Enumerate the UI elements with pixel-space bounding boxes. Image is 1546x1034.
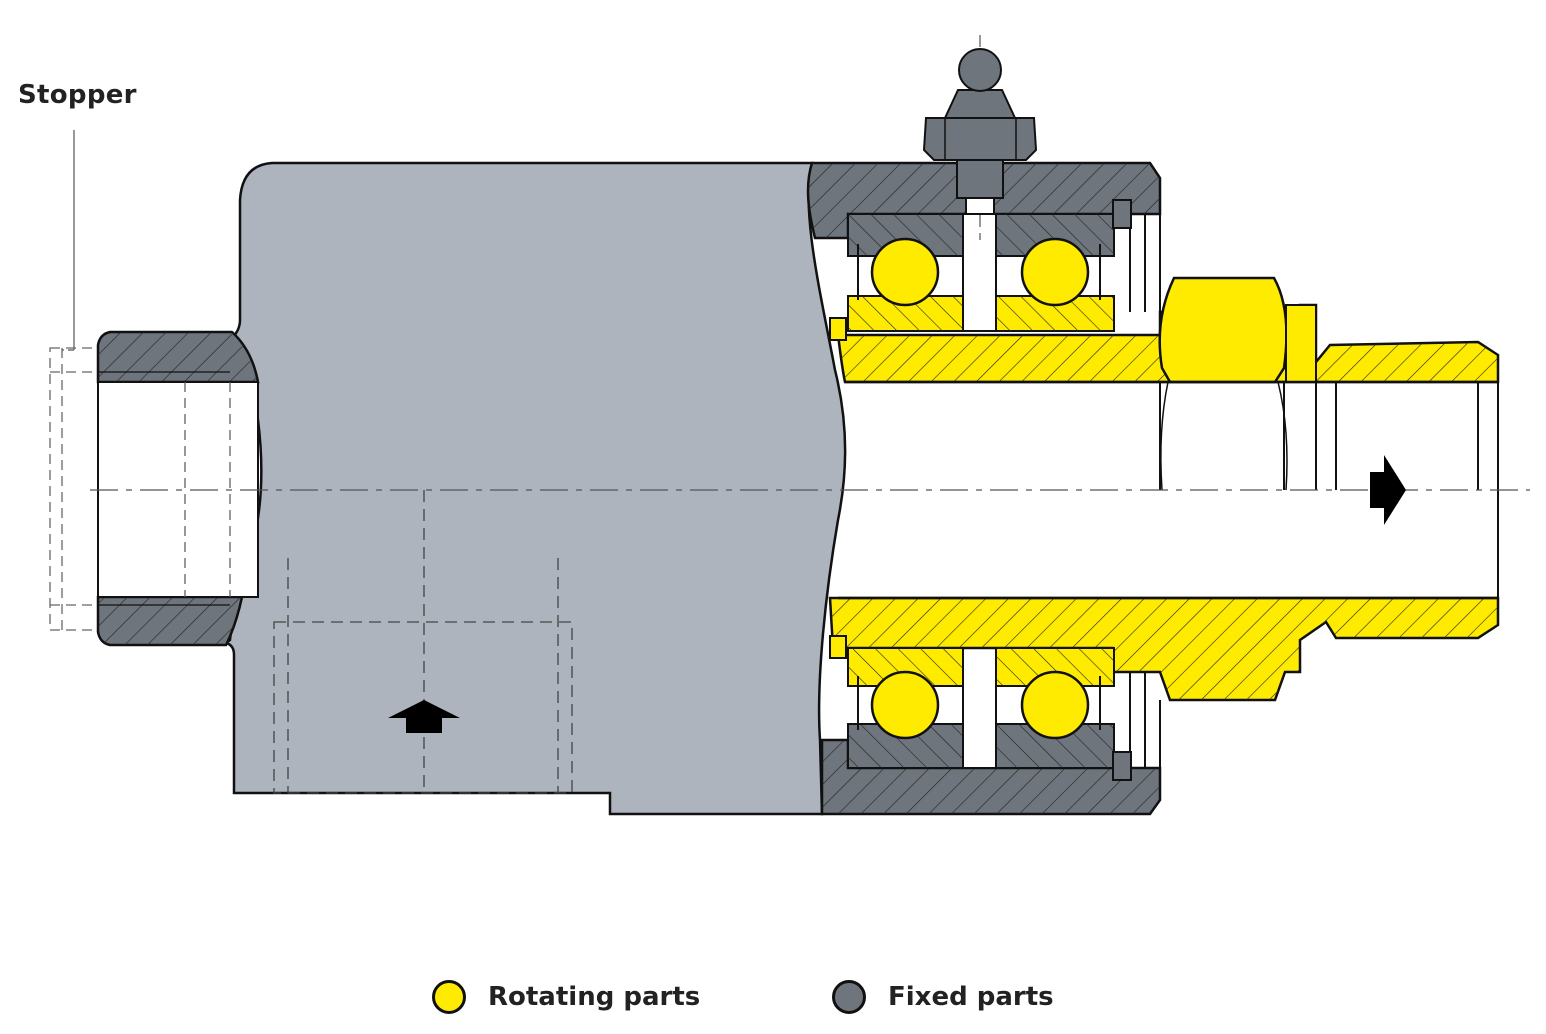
legend-fixed: Fixed parts [832,972,1054,1022]
ball-cages [857,244,1101,730]
bearing-housing [806,161,1162,816]
left-nipple [96,330,260,647]
ball-top-right [1020,237,1090,307]
housing-body [223,161,847,816]
outer-rings-bottom [847,647,1115,769]
rotating-swatch-icon [432,980,466,1014]
stopper-leader [62,130,75,351]
legend-rotating: Rotating parts [432,972,700,1022]
stopper-label: Stopper [18,80,137,110]
retaining-rings [829,199,1132,781]
inlet-port-hidden [273,490,573,794]
legend-fixed-label: Fixed parts [888,982,1054,1012]
bearing-balls [870,237,1090,740]
fixed-swatch-icon [832,980,866,1014]
inlet-flow-arrow [388,700,460,733]
legend-rotating-label: Rotating parts [488,982,701,1012]
outlet-flow-arrow [1370,455,1406,525]
ball-bottom-left [870,670,940,740]
ball-bottom-right [1020,670,1090,740]
grease-nipple [922,35,1038,240]
ball-top-left [870,237,940,307]
